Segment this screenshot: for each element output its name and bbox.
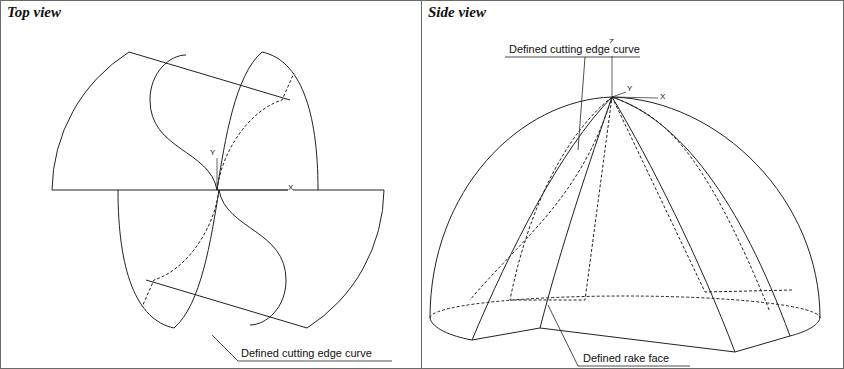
- callout-label: Defined cutting edge curve: [240, 347, 373, 360]
- axis-label: X: [660, 92, 665, 101]
- callout-label: Defined cutting edge curve: [508, 43, 641, 56]
- axis-label: X: [288, 183, 293, 192]
- top-view-drawing: [52, 52, 392, 361]
- axis-label: Y: [210, 148, 215, 157]
- panel-title: Top view: [7, 4, 61, 21]
- panel-title: Side view: [428, 4, 486, 21]
- view-panel: Top view: [0, 0, 422, 369]
- axis-label: Y: [627, 84, 632, 93]
- side-view-drawing: [430, 48, 820, 366]
- callout-label: Defined rake face: [582, 352, 670, 365]
